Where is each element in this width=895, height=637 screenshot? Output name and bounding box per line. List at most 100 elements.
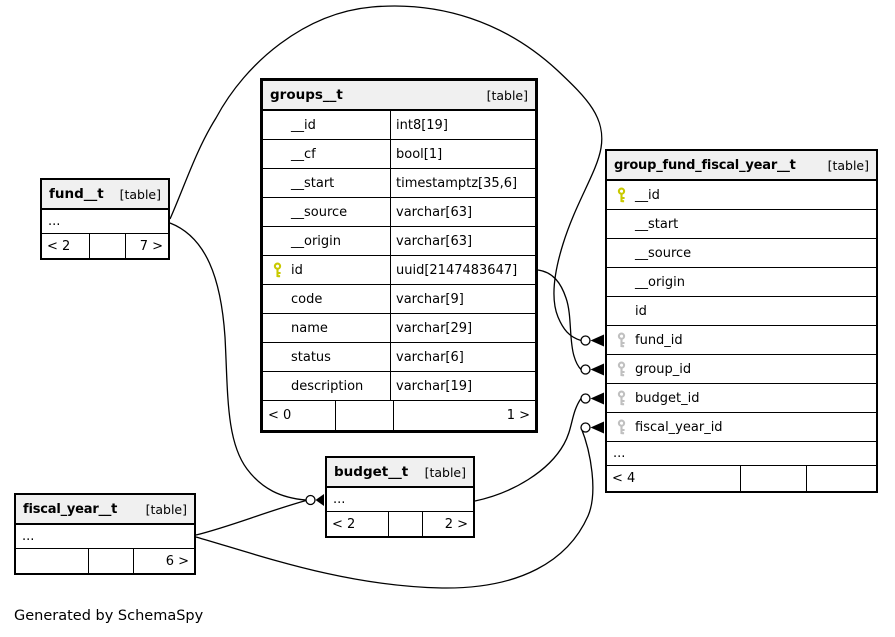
column-row-status: status varchar[6]: [263, 343, 535, 372]
hidden-columns-ellipsis: ...: [42, 210, 168, 234]
footer-mid-cell: [335, 401, 393, 430]
column-name-cell: __start: [607, 210, 876, 238]
footer-parents-count: [16, 549, 88, 573]
column-row-source: __source varchar[63]: [263, 198, 535, 227]
table-header-fiscal-year-t[interactable]: fiscal_year__t [table]: [16, 495, 194, 525]
column-name: __id: [635, 187, 660, 203]
table-footer: 6 >: [16, 549, 194, 573]
column-name: description: [291, 378, 364, 394]
table-footer: < 2 2 >: [327, 512, 473, 536]
foreign-key-icon: [617, 332, 625, 347]
key-cell: [607, 361, 635, 378]
table-name: fiscal_year__t: [23, 501, 118, 517]
column-row-source: __source: [607, 239, 876, 268]
column-name: id: [291, 262, 303, 278]
column-name: __id: [291, 117, 316, 133]
footer-children-count: 1 >: [393, 401, 535, 430]
crow-foot-connector-group-id: [580, 363, 604, 376]
column-name-cell: budget_id: [607, 384, 876, 412]
column-name: fund_id: [635, 332, 683, 348]
column-type: bool[1]: [396, 146, 443, 162]
column-name-cell: group_id: [607, 355, 876, 383]
hidden-columns-ellipsis: ...: [327, 488, 473, 512]
footer-mid-cell: [740, 466, 806, 491]
column-name-cell: status: [263, 343, 391, 371]
table-header-groups-t[interactable]: groups__t [table]: [263, 81, 535, 111]
column-row-cf: __cf bool[1]: [263, 140, 535, 169]
column-row-fund-id: fund_id: [607, 326, 876, 355]
column-name-cell: __source: [263, 198, 391, 226]
footer-mid-cell: [88, 549, 133, 573]
footer-parents-count: < 0: [268, 408, 292, 423]
column-name-cell: code: [263, 285, 391, 313]
table-groups-t: groups__t [table] __id int8[19] __cf bool[1…: [260, 78, 538, 433]
column-type: varchar[63]: [396, 204, 473, 220]
table-tag: [table]: [827, 157, 869, 173]
table-header-budget-t[interactable]: budget__t [table]: [327, 458, 473, 488]
crow-foot-connector-budget-table: [305, 494, 324, 506]
column-name-cell: fiscal_year_id: [607, 413, 876, 441]
column-name: status: [291, 349, 331, 365]
column-row-group-id: group_id: [607, 355, 876, 384]
column-name-cell: __cf: [263, 140, 391, 168]
table-footer: < 0 1 >: [263, 401, 535, 430]
crow-foot-connector-fund-id: [580, 334, 604, 347]
column-row-id: __id: [607, 181, 876, 210]
key-cell: [607, 332, 635, 349]
key-cell: [607, 187, 635, 204]
column-type: timestamptz[35,6]: [396, 175, 518, 191]
table-name: groups__t: [270, 87, 343, 103]
table-fund-t: fund__t [table] ... < 2 7 >: [40, 178, 170, 260]
footer-children-count: 2 >: [422, 512, 473, 536]
column-name-cell: id: [607, 297, 876, 325]
column-name-cell: name: [263, 314, 391, 342]
table-tag: [table]: [119, 186, 161, 202]
column-type: varchar[29]: [396, 320, 473, 336]
column-name-cell: id: [263, 256, 391, 284]
table-header-group-fund-fiscal-year-t[interactable]: group_fund_fiscal_year__t [table]: [607, 151, 876, 181]
table-tag: [table]: [486, 87, 528, 103]
table-footer: < 2 7 >: [42, 234, 168, 258]
foreign-key-icon: [617, 390, 625, 405]
table-footer: < 4: [607, 466, 876, 491]
column-name: __start: [635, 216, 679, 232]
crow-foot-connector-budget-id: [580, 392, 604, 405]
column-row-id: id: [607, 297, 876, 326]
table-header-fund-t[interactable]: fund__t [table]: [42, 180, 168, 210]
column-name-cell: __id: [607, 181, 876, 209]
footer-children-count: 7 >: [125, 234, 168, 258]
key-cell: [607, 419, 635, 436]
column-name-cell: __id: [263, 111, 391, 139]
column-row-fiscal-year-id: fiscal_year_id: [607, 413, 876, 442]
column-row-budget-id: budget_id: [607, 384, 876, 413]
table-group-fund-fiscal-year-t: group_fund_fiscal_year__t [table] __id __…: [605, 149, 878, 493]
generator-credit: Generated by SchemaSpy: [14, 608, 204, 624]
column-name: fiscal_year_id: [635, 419, 723, 435]
column-name-cell: description: [263, 372, 391, 400]
column-name: __source: [635, 245, 692, 261]
column-name: code: [291, 291, 323, 307]
column-name: id: [635, 303, 647, 319]
footer-children-count: 6 >: [133, 549, 194, 573]
table-name: budget__t: [334, 464, 409, 480]
column-name: group_id: [635, 361, 692, 377]
column-type: varchar[6]: [396, 349, 464, 365]
column-name: __origin: [635, 274, 686, 290]
column-name-cell: __origin: [607, 268, 876, 296]
column-rows: __id int8[19] __cf bool[1] __start timestampt…: [263, 111, 535, 401]
column-row-name: name varchar[29]: [263, 314, 535, 343]
table-name: fund__t: [49, 186, 104, 202]
foreign-key-icon: [617, 361, 625, 376]
hidden-columns-ellipsis: ...: [16, 525, 194, 549]
footer-parents-count: < 2: [47, 238, 71, 254]
column-type: varchar[9]: [396, 291, 464, 307]
table-budget-t: budget__t [table] ... < 2 2 >: [325, 456, 475, 538]
column-name-cell: __start: [263, 169, 391, 197]
column-type: int8[19]: [396, 117, 448, 133]
table-fiscal-year-t: fiscal_year__t [table] ... 6 >: [14, 493, 196, 575]
column-row-code: code varchar[9]: [263, 285, 535, 314]
